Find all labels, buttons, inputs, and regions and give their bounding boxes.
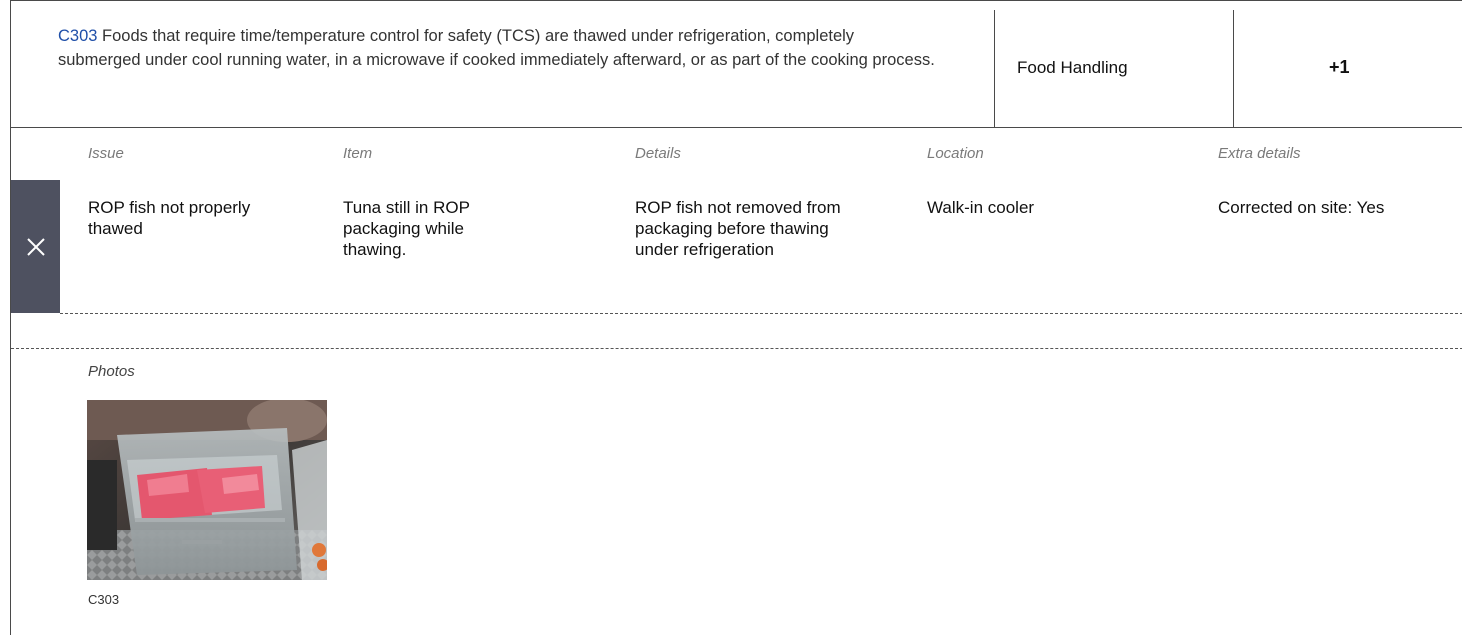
violation-code[interactable]: C303	[58, 27, 98, 45]
photo-image	[87, 400, 327, 580]
violation-description: C303 Foods that require time/temperature…	[58, 24, 938, 72]
finding-extra-details: Corrected on site: Yes	[1218, 198, 1385, 217]
finding-location: Walk-in cooler	[927, 198, 1035, 217]
column-label-extra-details: Extra details	[1218, 145, 1301, 162]
row-divider	[60, 313, 1462, 314]
section-divider	[11, 348, 1462, 349]
remove-finding-button[interactable]	[11, 180, 60, 313]
violation-text: Foods that require time/temperature cont…	[58, 27, 935, 69]
finding-item: Tuna still in ROP packaging while thawin…	[343, 198, 470, 259]
photos-label: Photos	[88, 363, 135, 380]
photo-thumbnail[interactable]	[87, 400, 327, 580]
column-divider	[1233, 10, 1234, 128]
column-divider	[994, 10, 995, 128]
finding-issue: ROP fish not properly thawed	[88, 198, 251, 238]
finding-row: ROP fish not properly thawed Tuna still …	[11, 180, 1462, 313]
finding-details: ROP fish not removed from packaging befo…	[635, 198, 841, 259]
violation-category: Food Handling	[1017, 58, 1128, 77]
violation-header: C303 Foods that require time/temperature…	[11, 0, 1462, 128]
column-label-item: Item	[343, 145, 373, 162]
violation-card: C303 Foods that require time/temperature…	[10, 0, 1462, 635]
column-label-details: Details	[635, 145, 681, 162]
photo-caption: C303	[88, 592, 120, 607]
column-label-issue: Issue	[88, 145, 124, 162]
column-label-location: Location	[927, 145, 984, 162]
close-icon	[26, 237, 45, 256]
violation-points: +1	[1329, 57, 1350, 77]
